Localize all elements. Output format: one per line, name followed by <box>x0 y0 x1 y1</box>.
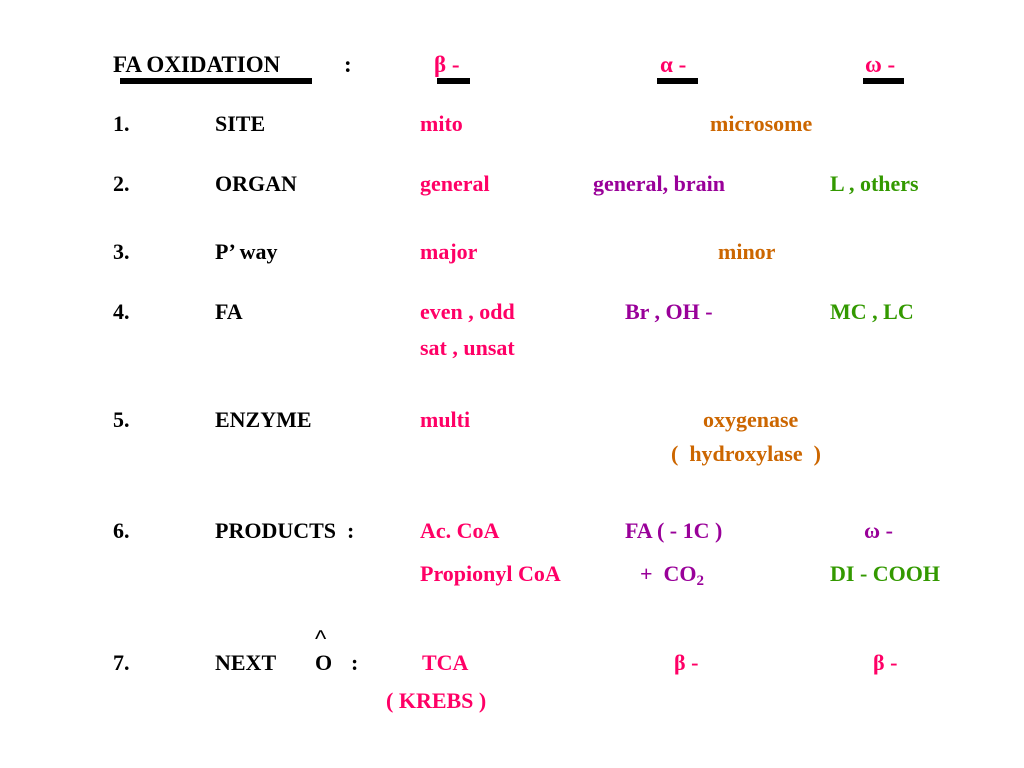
row-7-alpha: β - <box>674 650 699 675</box>
row-7-beta: TCA <box>422 650 469 675</box>
row-7-caret: ^ <box>315 626 327 653</box>
row-1-alpha-omega: microsome <box>710 111 813 136</box>
row-6-alpha: FA ( - 1C ) <box>625 518 723 543</box>
row-5-label: ENZYME <box>215 407 312 432</box>
row-2-omega: L , others <box>830 171 919 196</box>
row-6-co2-text: + CO <box>640 561 697 586</box>
row-5-alpha-omega: oxygenase <box>703 407 799 432</box>
row-5-number: 5. <box>113 407 130 432</box>
row-4-label: FA <box>215 299 243 324</box>
row-1-label: SITE <box>215 111 266 136</box>
row-6-number: 6. <box>113 518 130 543</box>
row-2-label: ORGAN <box>215 171 297 196</box>
row-2-alpha: general, brain <box>593 171 725 196</box>
alpha-column-heading: α - <box>660 52 687 77</box>
row-7-beta-line2: ( KREBS ) <box>386 688 487 713</box>
row-6-beta-line2: Propionyl CoA <box>420 561 561 586</box>
row-7-label-o: O <box>315 650 333 675</box>
row-3-number: 3. <box>113 239 130 264</box>
beta-underline <box>437 78 470 84</box>
row-2-beta: general <box>420 171 490 196</box>
row-6-label: PRODUCTS : <box>215 518 355 543</box>
row-6-beta: Ac. CoA <box>420 518 500 543</box>
row-6-co2: + CO2 <box>640 561 704 589</box>
row-6-co2-subscript: 2 <box>696 573 705 589</box>
row-1-beta: mito <box>420 111 463 136</box>
row-6-omega: ω - <box>864 518 893 543</box>
row-4-omega: MC , LC <box>830 299 914 324</box>
omega-column-heading: ω - <box>865 52 896 77</box>
row-7-omega: β - <box>873 650 898 675</box>
row-4-beta: even , odd <box>420 299 515 324</box>
beta-column-heading: β - <box>434 52 460 77</box>
row-7-label-next: NEXT <box>215 650 277 675</box>
row-4-beta-line2: sat , unsat <box>420 335 515 360</box>
row-7-label-colon: : <box>351 650 359 675</box>
row-4-alpha: Br , OH - <box>625 299 713 324</box>
row-7-number: 7. <box>113 650 130 675</box>
title-underline <box>120 78 312 84</box>
alpha-underline <box>657 78 698 84</box>
row-3-beta: major <box>420 239 478 264</box>
row-5-alpha-omega-line2: ( hydroxylase ) <box>671 441 821 466</box>
row-1-number: 1. <box>113 111 130 136</box>
omega-underline <box>863 78 904 84</box>
title-colon: : <box>344 52 352 77</box>
row-2-number: 2. <box>113 171 130 196</box>
page-title: FA OXIDATION <box>113 52 281 77</box>
row-6-omega-line2: DI - COOH <box>830 561 940 586</box>
row-5-beta: multi <box>420 407 471 432</box>
row-4-number: 4. <box>113 299 130 324</box>
row-3-label: P’ way <box>215 239 278 264</box>
row-3-alpha-omega: minor <box>718 239 776 264</box>
